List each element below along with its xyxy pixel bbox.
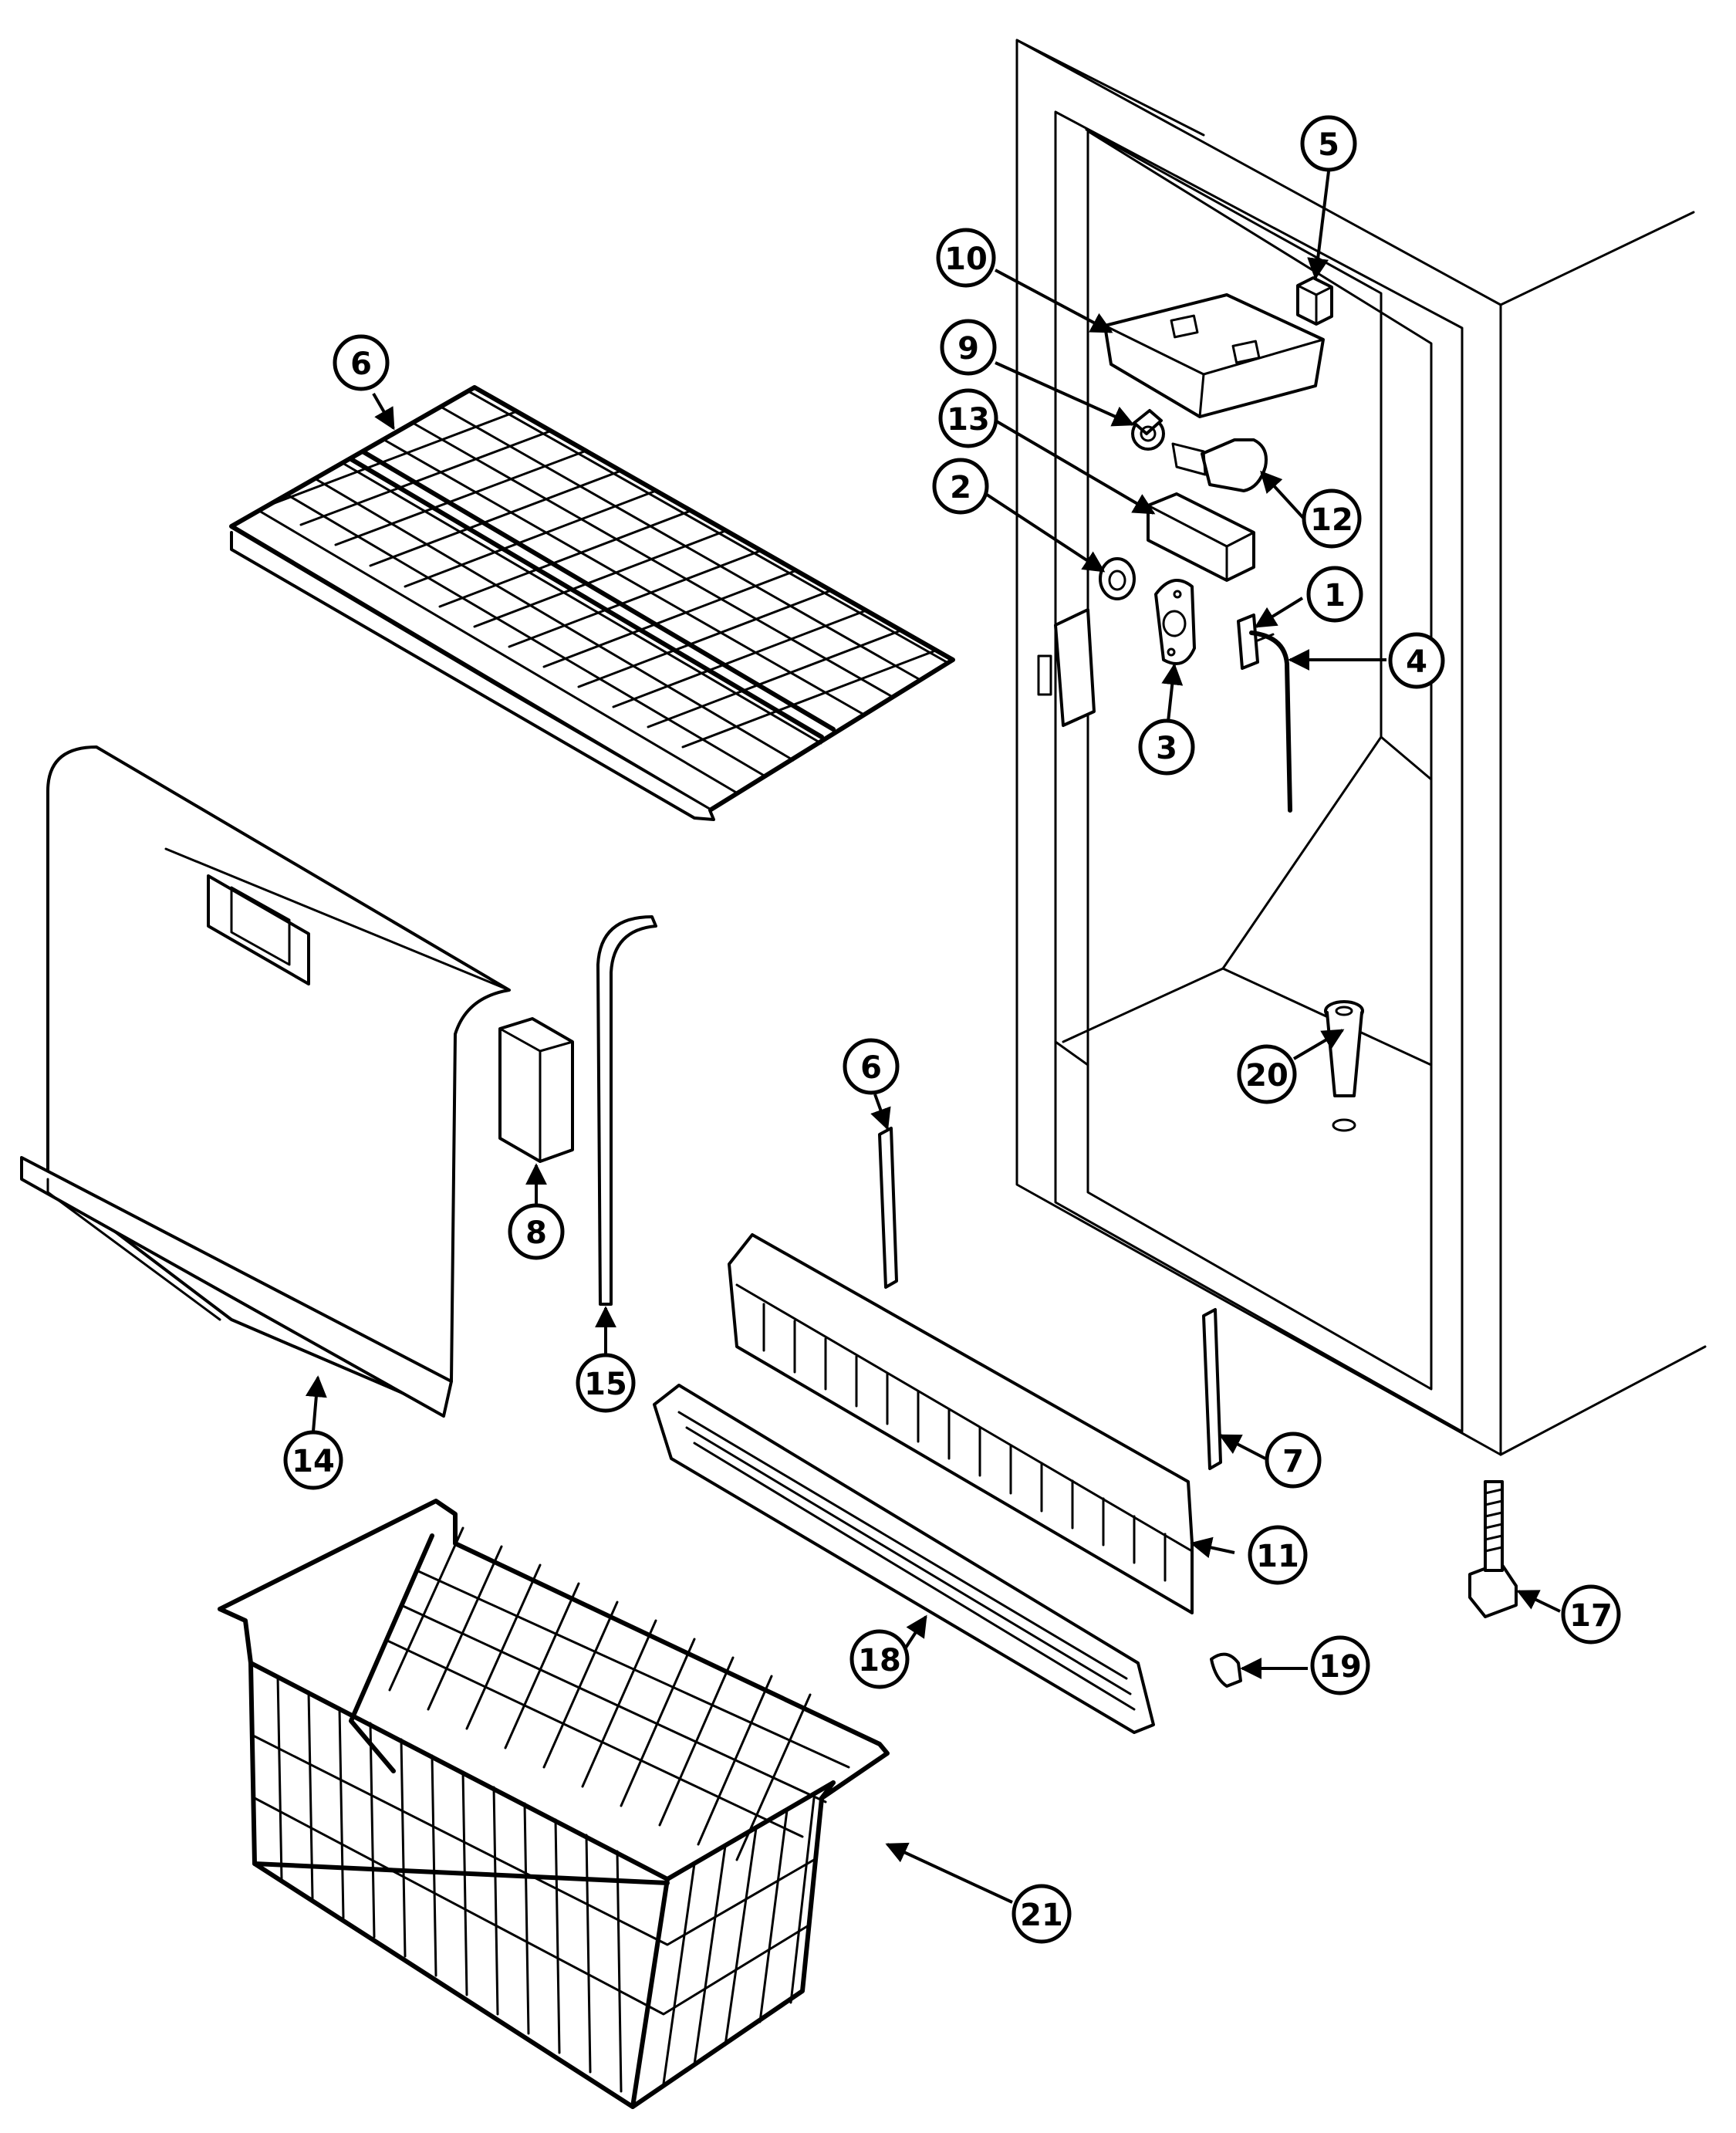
callout-11-label: 11 <box>1256 1539 1299 1574</box>
callout-19: 19 <box>1310 1635 1370 1695</box>
bin-side-piece-left <box>878 1127 898 1289</box>
callout-19-label: 19 <box>1319 1649 1362 1685</box>
callout-9: 9 <box>940 319 997 376</box>
callout-14-label: 14 <box>292 1444 335 1479</box>
callout-12: 12 <box>1302 488 1362 549</box>
callout-5: 5 <box>1300 115 1357 172</box>
callout-20: 20 <box>1237 1044 1297 1104</box>
light-bracket <box>1147 492 1255 582</box>
door-panel <box>20 745 511 1418</box>
callout-6-upper-label: 6 <box>350 346 372 382</box>
gasket-strip <box>596 915 657 1306</box>
callout-10-label: 10 <box>944 242 988 277</box>
callout-6-upper: 6 <box>333 334 390 391</box>
callout-17: 17 <box>1561 1584 1621 1645</box>
switch-part <box>1296 276 1333 326</box>
callout-13: 13 <box>938 388 998 448</box>
callout-21: 21 <box>1012 1884 1072 1944</box>
callout-3: 3 <box>1138 718 1195 776</box>
switch-plate <box>1154 579 1196 665</box>
drain-tube <box>1324 1000 1364 1132</box>
callout-7-label: 7 <box>1282 1444 1304 1479</box>
foam-block <box>498 1017 574 1163</box>
callout-8: 8 <box>508 1203 565 1260</box>
callout-20-label: 20 <box>1245 1058 1288 1094</box>
grommet-part <box>1099 557 1136 600</box>
leader-lines <box>305 171 1561 1904</box>
callout-2-label: 2 <box>950 470 971 505</box>
callout-10: 10 <box>936 228 996 288</box>
callout-2: 2 <box>932 458 989 515</box>
callout-18: 18 <box>849 1629 910 1689</box>
callout-4-label: 4 <box>1406 644 1427 680</box>
callout-6-lower-label: 6 <box>860 1050 882 1086</box>
wire-basket <box>218 1499 890 2109</box>
callout-1-label: 1 <box>1324 578 1346 614</box>
callout-7: 7 <box>1265 1432 1322 1489</box>
callout-5-label: 5 <box>1318 127 1339 163</box>
callout-1: 1 <box>1306 566 1363 623</box>
callout-15: 15 <box>576 1353 636 1413</box>
callout-9-label: 9 <box>958 331 979 367</box>
callout-3-label: 3 <box>1156 731 1177 766</box>
callout-4: 4 <box>1388 632 1445 689</box>
callout-17-label: 17 <box>1569 1598 1613 1634</box>
sensor-clip <box>1237 614 1292 813</box>
callout-14: 14 <box>283 1430 343 1490</box>
callout-13-label: 13 <box>947 402 990 438</box>
control-housing <box>1103 293 1325 418</box>
callout-6-lower: 6 <box>843 1038 900 1095</box>
bin-side-piece-right <box>1202 1308 1222 1470</box>
callout-11: 11 <box>1248 1525 1308 1585</box>
leveling-leg <box>1468 1480 1518 1618</box>
callout-15-label: 15 <box>584 1367 627 1402</box>
callout-21-label: 21 <box>1020 1898 1063 1933</box>
bin-trim <box>653 1384 1155 1734</box>
wire-shelf <box>229 385 955 821</box>
callout-8-label: 8 <box>525 1215 547 1251</box>
clip-part <box>1210 1652 1242 1688</box>
light-socket <box>1131 409 1165 451</box>
freezer-cabinet <box>1015 39 1707 1456</box>
light-bulb <box>1171 438 1268 492</box>
callout-12-label: 12 <box>1310 502 1353 538</box>
callout-18-label: 18 <box>858 1643 901 1678</box>
